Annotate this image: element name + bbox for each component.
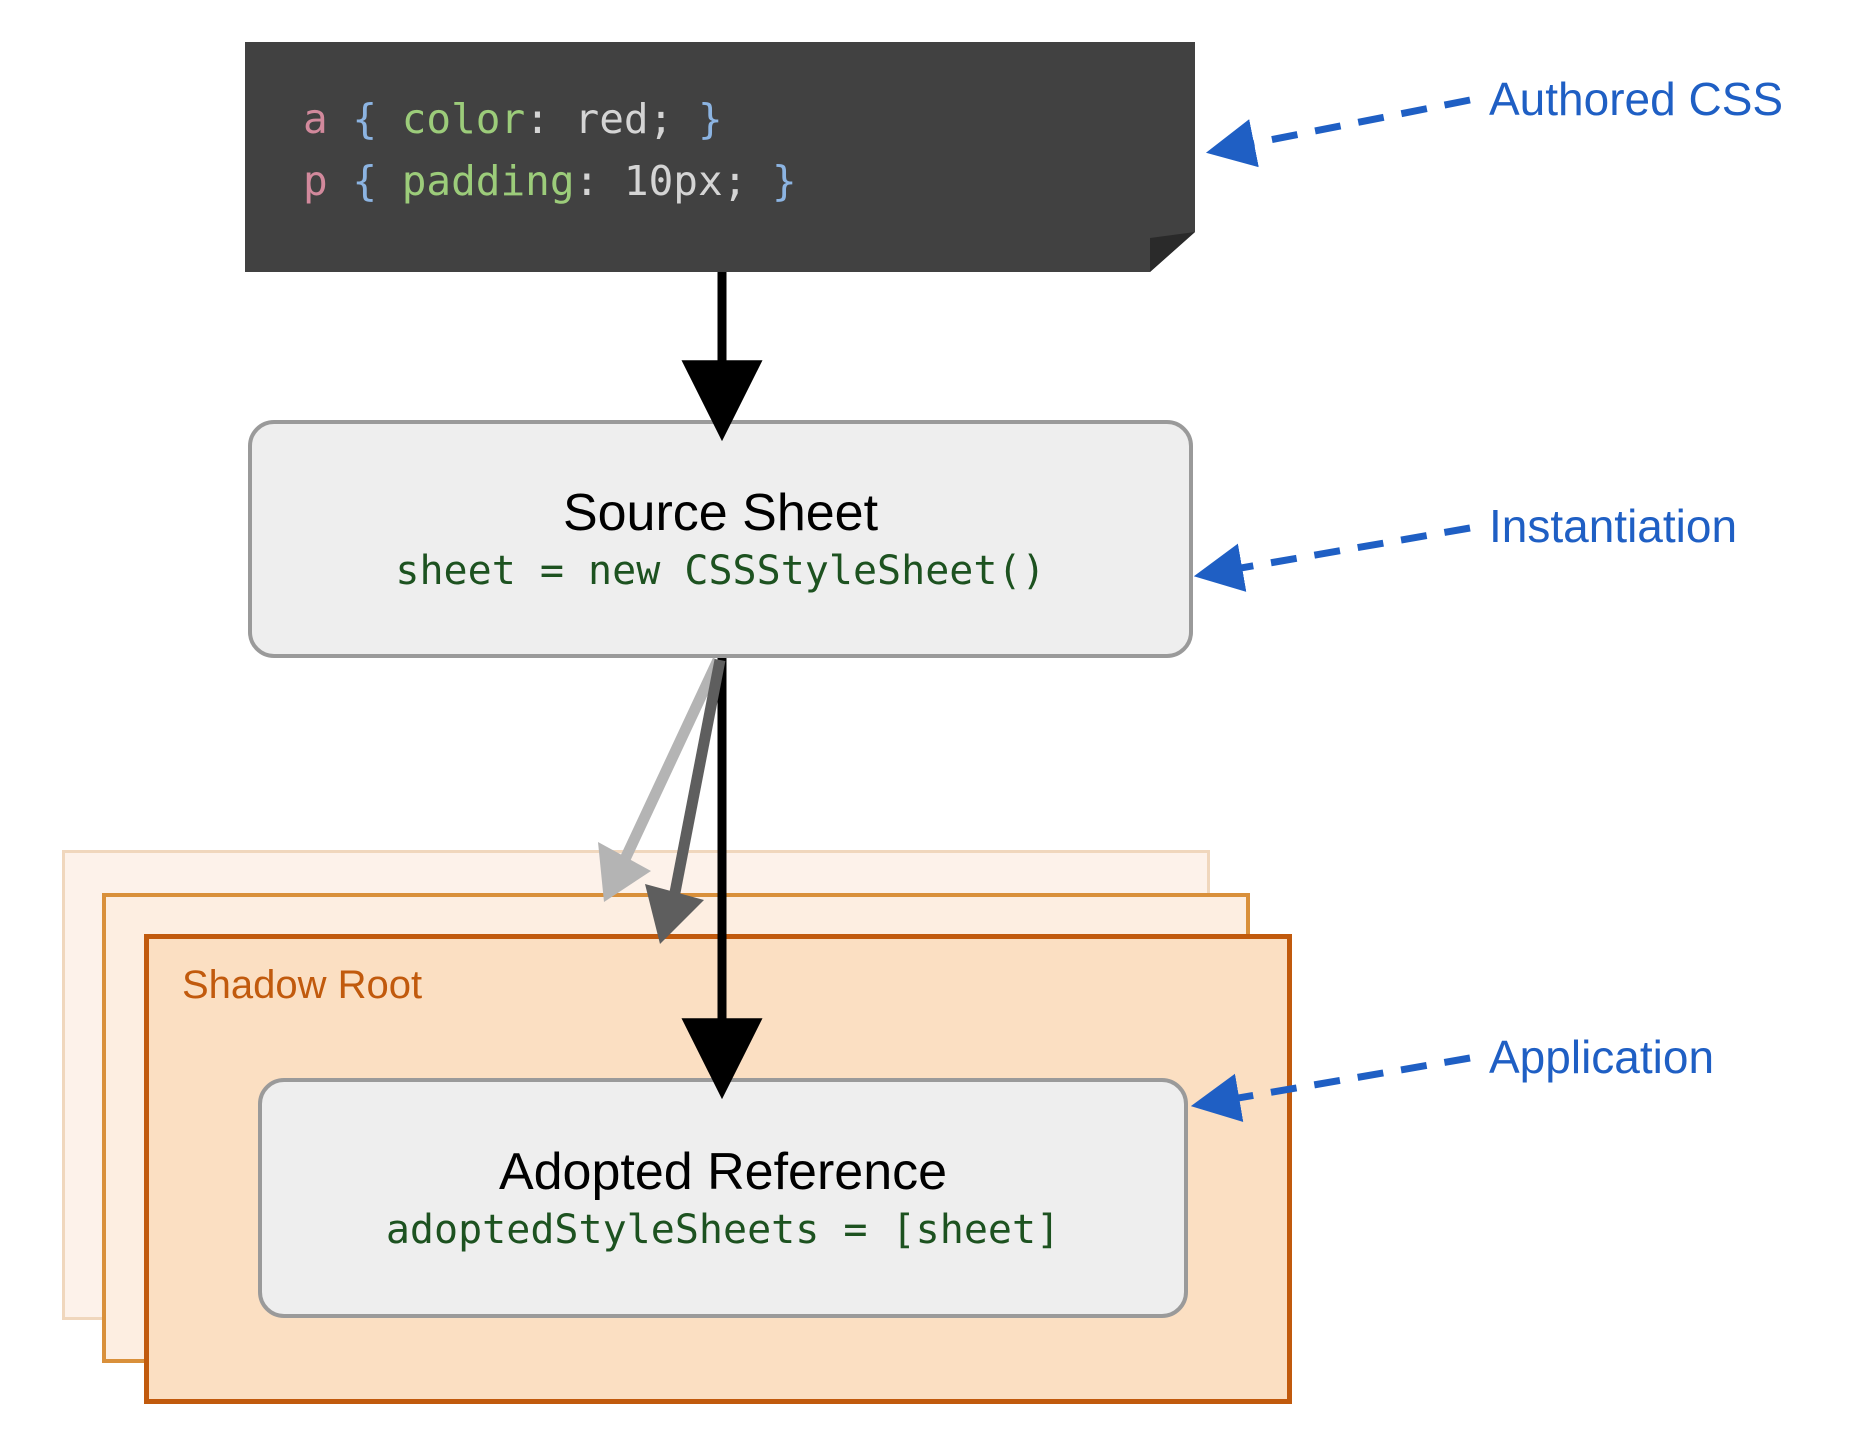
css-property-color: color: [401, 95, 526, 143]
source-sheet-title: Source Sheet: [562, 484, 879, 543]
annotation-authored-css: Authored CSS: [1489, 73, 1784, 125]
css-property-padding: padding: [401, 157, 575, 205]
shadow-root-label: Shadow Root: [182, 963, 423, 1007]
leader-authored-css: [1205, 96, 1471, 168]
css-open-brace-1: {: [327, 95, 402, 143]
annotation-instantiation: Instantiation: [1489, 500, 1738, 552]
adopted-reference-title: Adopted Reference: [498, 1143, 948, 1202]
css-value-red: red;: [574, 95, 674, 143]
css-selector-p: p: [303, 157, 328, 205]
leader-instantiation: [1193, 524, 1471, 592]
adopted-reference-box: Adopted Reference adoptedStyleSheets = […: [258, 1078, 1188, 1318]
css-colon-1: :: [525, 95, 575, 143]
adopted-reference-code: adoptedStyleSheets = [sheet]: [385, 1206, 1061, 1253]
authored-css-code-note: a { color: red; } p { padding: 10px; }: [245, 42, 1195, 272]
css-colon-2: :: [574, 157, 624, 205]
code-note-shape: [245, 42, 1195, 272]
arrow-source-sheet-to-layer-back-shaft: [614, 657, 723, 875]
css-selector-a: a: [303, 95, 328, 143]
source-sheet-code: sheet = new CSSStyleSheet(): [395, 547, 1046, 594]
css-open-brace-2: {: [327, 157, 402, 205]
css-value-10px: 10px;: [623, 157, 748, 205]
css-close-brace-1: }: [673, 95, 723, 143]
source-sheet-box: Source Sheet sheet = new CSSStyleSheet(): [248, 420, 1193, 658]
authored-css-code-text: a { color: red; } p { padding: 10px; }: [303, 88, 797, 212]
css-close-brace-2: }: [747, 157, 797, 205]
annotation-application: Application: [1489, 1031, 1715, 1083]
